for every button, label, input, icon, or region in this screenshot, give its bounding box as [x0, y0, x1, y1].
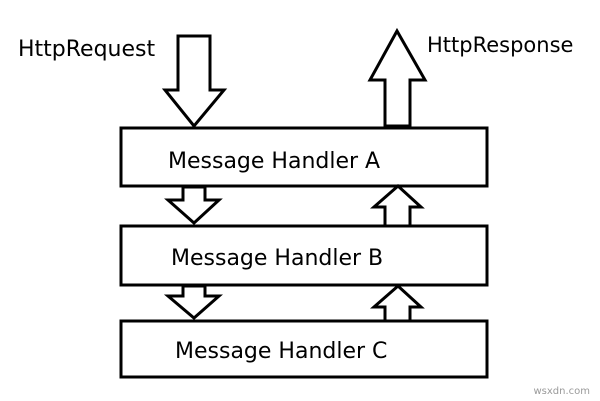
watermark-text: wsxdn.com [533, 386, 590, 397]
response-up-arrow-b-a [370, 183, 425, 229]
request-down-arrow [161, 34, 228, 129]
message-handler-c-label: Message Handler C [175, 339, 387, 364]
response-up-arrow-c-b [370, 283, 425, 323]
message-handler-a-box [119, 126, 489, 188]
message-handler-a-label: Message Handler A [168, 149, 380, 174]
message-handler-c-box [119, 319, 489, 379]
request-down-arrow-a-b [164, 185, 223, 226]
message-handler-b-box [119, 224, 489, 287]
request-down-arrow-b-c [163, 284, 223, 320]
message-handler-b-label: Message Handler B [171, 246, 383, 271]
response-up-arrow [367, 27, 428, 128]
http-request-label: HttpRequest [18, 37, 155, 62]
http-response-label: HttpResponse [427, 33, 573, 57]
